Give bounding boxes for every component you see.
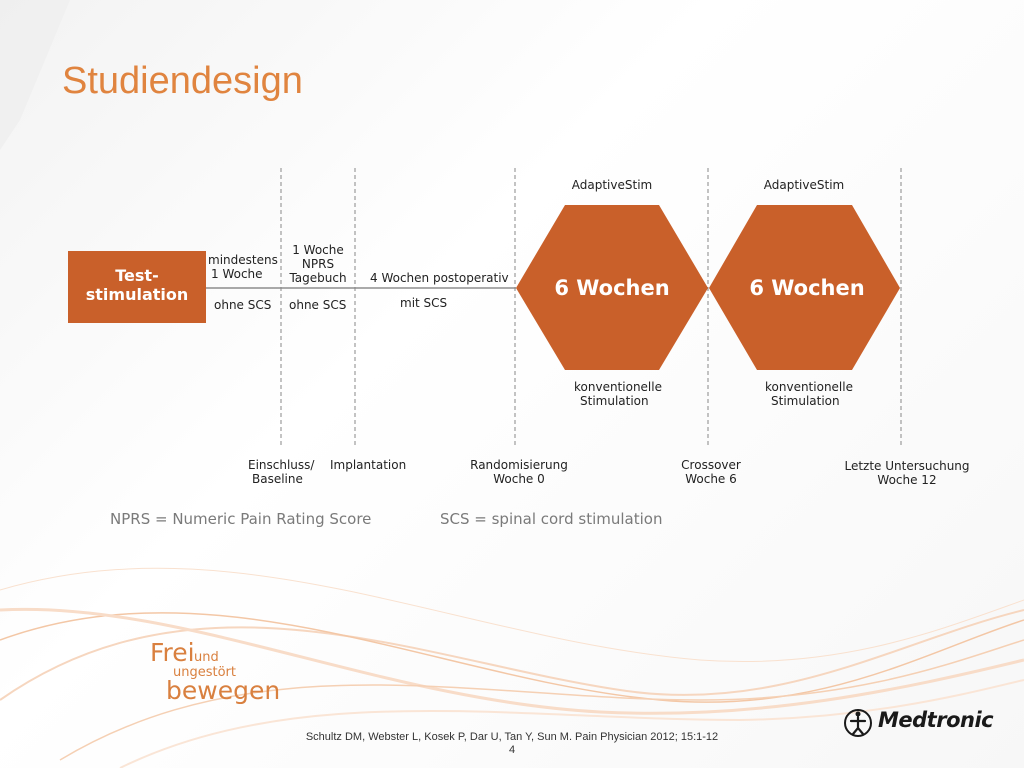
hexagon-2-bottom-label: konventionelle Stimulation: [765, 380, 853, 408]
legend-nprs: NPRS = Numeric Pain Rating Score: [110, 510, 371, 528]
phase-postoperativ: 4 Wochen postoperativ: [370, 271, 509, 285]
slogan-frei: Frei: [150, 638, 195, 667]
slogan-bewegen: bewegen: [166, 676, 280, 705]
page-number: 4: [0, 744, 1024, 756]
hexagon-2-top-label: AdaptiveStim: [744, 178, 864, 192]
phase-1-woche-line1: 1 Woche: [282, 243, 354, 257]
hexagon-1-top-label: AdaptiveStim: [552, 178, 672, 192]
slogan-und: und: [194, 650, 219, 665]
phase-mindestens-line2: 1 Woche: [208, 267, 278, 281]
milestone-randomisierung: Randomisierung Woche 0: [460, 458, 578, 486]
phase-mindestens-line1: mindestens: [208, 253, 278, 267]
milestone-einschluss: Einschluss/ Baseline: [248, 458, 314, 486]
phase-1-woche-nprs: 1 Woche NPRS Tagebuch: [282, 243, 354, 285]
medtronic-wordmark: Medtronic: [878, 708, 993, 732]
phase-mit-scs: mit SCS: [400, 296, 447, 310]
hexagon-1-duration: 6 Wochen: [540, 276, 684, 300]
test-stimulation-line2: stimulation: [68, 285, 206, 304]
phase-1-woche-line2: NPRS: [282, 257, 354, 271]
hexagon-1-bottom-line2: Stimulation: [574, 394, 662, 408]
milestone-randomisierung-line1: Randomisierung: [460, 458, 578, 472]
phase-mindestens: mindestens 1 Woche: [208, 253, 278, 281]
milestone-letzte-line1: Letzte Untersuchung: [842, 459, 972, 473]
phase-ohne-scs-1: ohne SCS: [214, 298, 271, 312]
citation: Schultz DM, Webster L, Kosek P, Dar U, T…: [0, 731, 1024, 743]
milestone-crossover-line2: Woche 6: [668, 472, 754, 486]
hexagon-2-duration: 6 Wochen: [735, 276, 879, 300]
milestone-implantation: Implantation: [330, 458, 406, 472]
test-stimulation-label: Test- stimulation: [68, 266, 206, 304]
hexagon-2-bottom-line1: konventionelle: [765, 380, 853, 394]
milestone-einschluss-line2: Baseline: [248, 472, 314, 486]
milestone-letzte-line2: Woche 12: [842, 473, 972, 487]
hexagon-1-bottom-label: konventionelle Stimulation: [574, 380, 662, 408]
legend-scs: SCS = spinal cord stimulation: [440, 510, 662, 528]
milestone-einschluss-line1: Einschluss/: [248, 458, 314, 472]
phase-ohne-scs-2: ohne SCS: [289, 298, 346, 312]
hexagon-2-bottom-line2: Stimulation: [765, 394, 853, 408]
hexagon-1-bottom-line1: konventionelle: [574, 380, 662, 394]
milestone-crossover: Crossover Woche 6: [668, 458, 754, 486]
test-stimulation-line1: Test-: [68, 266, 206, 285]
phase-1-woche-line3: Tagebuch: [282, 271, 354, 285]
milestone-randomisierung-line2: Woche 0: [460, 472, 578, 486]
milestone-letzte-untersuchung: Letzte Untersuchung Woche 12: [842, 459, 972, 487]
milestone-crossover-line1: Crossover: [668, 458, 754, 472]
